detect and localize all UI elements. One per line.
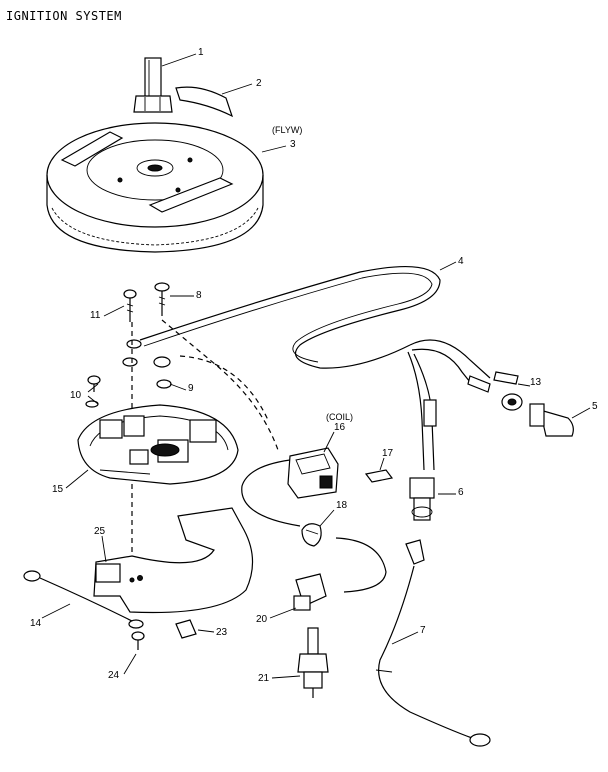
- callout-1: 1: [198, 47, 204, 58]
- callout-17: 17: [382, 448, 394, 459]
- callout-8: 8: [196, 290, 202, 301]
- callout-7: 7: [420, 625, 426, 636]
- callout-14: 14: [30, 618, 42, 629]
- diagram-title: IGNITION SYSTEM: [6, 9, 122, 23]
- part-20-spark-plug-cap: [293, 537, 387, 611]
- part-1-flywheel-nut: [133, 57, 173, 113]
- leader-lines: [41, 53, 591, 679]
- part-25-stator-bracket: [93, 507, 254, 614]
- part-13-nut: [501, 393, 523, 411]
- part-5-bushing: [529, 403, 574, 437]
- note-coil: (COIL): [326, 412, 353, 422]
- part-23-block: [175, 619, 197, 639]
- part-9-washers: [122, 339, 172, 389]
- part-18-boot: [301, 523, 322, 547]
- part-16-ignition-coil: [241, 447, 339, 527]
- note-flywheel: (FLYW): [272, 125, 302, 135]
- callout-13: 13: [530, 377, 542, 388]
- callout-5: 5: [592, 401, 598, 412]
- callout-25: 25: [94, 526, 106, 537]
- part-15-armature-plate: [77, 404, 239, 485]
- callout-2: 2: [256, 78, 262, 89]
- callout-24: 24: [108, 670, 120, 681]
- part-4-wire-harness: [139, 265, 519, 471]
- callout-16: 16: [334, 422, 346, 433]
- part-21-spark-plug: [297, 627, 329, 698]
- callout-11: 11: [90, 310, 101, 321]
- part-6-stop-switch: [409, 477, 435, 521]
- part-3-flywheel: [46, 122, 264, 253]
- part-2-flywheel-key: [175, 86, 234, 118]
- callout-23: 23: [216, 627, 228, 638]
- callout-9: 9: [188, 383, 194, 394]
- callout-18: 18: [336, 500, 348, 511]
- callout-10: 10: [70, 390, 82, 401]
- callout-20: 20: [256, 614, 268, 625]
- part-24-screw: [131, 631, 145, 650]
- callout-15: 15: [52, 484, 64, 495]
- callout-6: 6: [458, 487, 464, 498]
- callout-4: 4: [458, 256, 464, 267]
- part-11-screw: [123, 289, 137, 322]
- callout-21: 21: [258, 673, 270, 684]
- part-8-screw: [154, 282, 170, 316]
- part-14-ground-wire: [23, 570, 144, 629]
- part-17-clip: [364, 469, 394, 483]
- part-7-stop-cable: [375, 539, 491, 747]
- callout-3: 3: [290, 139, 296, 150]
